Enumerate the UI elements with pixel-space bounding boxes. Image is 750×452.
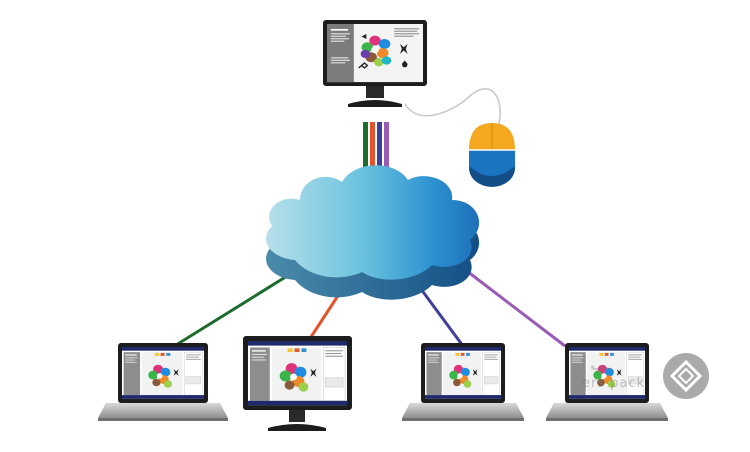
diamond-logo-icon	[663, 353, 709, 399]
desktop-monitor-top	[323, 20, 427, 107]
link-cloud-laptop-1	[167, 266, 301, 352]
cloud-network-icon	[266, 165, 480, 300]
laptop-1	[98, 343, 228, 421]
desktop-monitor-bottom	[243, 336, 352, 431]
computer-mouse-icon	[469, 123, 515, 187]
link-cloud-laptop-3	[454, 260, 566, 348]
laptop-3	[546, 343, 668, 421]
mouse-cable	[404, 88, 501, 129]
laptop-2	[402, 343, 524, 421]
link-cloud-laptop-2	[416, 284, 465, 347]
cable-bundle	[363, 122, 389, 180]
watermark-text-line2: ers pack	[582, 376, 646, 391]
watermark-text-line1: ـپ	[590, 356, 612, 374]
